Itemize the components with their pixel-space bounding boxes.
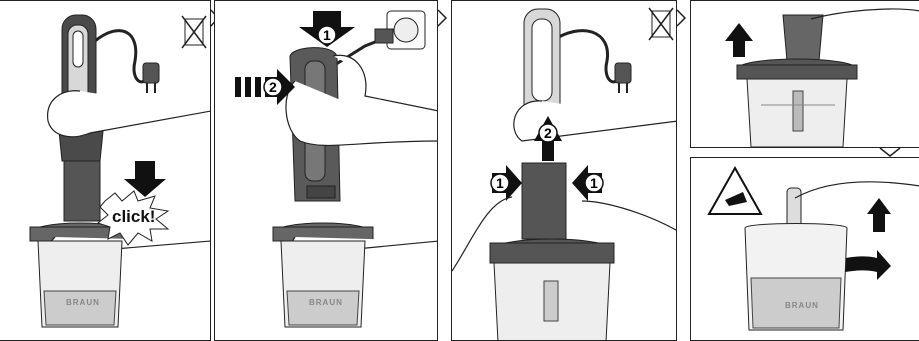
no-dishwasher-icon [182, 16, 206, 48]
bowl-brand-mark: BRAUN [309, 298, 343, 307]
arrow-up-icon [725, 23, 753, 57]
bowl-brand-mark: BRAUN [785, 301, 819, 310]
step-3-illustration: 2 1 1 [452, 1, 677, 341]
badge-left-number: 1 [496, 175, 504, 191]
click-callout: click! [112, 207, 155, 226]
motor-coupling [783, 15, 823, 61]
step-2-illustration: 1 2 BRAUN [215, 1, 438, 341]
plug [375, 29, 393, 43]
arrow-up-icon [867, 198, 891, 232]
bowl-brand-mark: BRAUN [66, 298, 100, 307]
step-2-panel: 1 2 BRAUN [214, 0, 438, 341]
step-4-illustration [691, 1, 919, 148]
step-1-illustration: BRAUN click! [0, 1, 211, 341]
plug-icon [615, 63, 631, 93]
plug-icon [143, 63, 159, 93]
connector-3-4 [677, 10, 685, 26]
power-cord [552, 31, 622, 82]
badge-press-number: 1 [323, 27, 331, 43]
step-5-panel: BRAUN [690, 157, 919, 341]
blade-warning-icon [709, 168, 761, 214]
badge-right-number: 1 [590, 175, 598, 191]
coupling [64, 161, 100, 221]
badge-slide-number: 2 [269, 79, 277, 95]
step-5-illustration: BRAUN [691, 158, 919, 341]
bowl-contents [44, 291, 116, 325]
bowl-contents [287, 291, 359, 325]
arrow-down-icon [124, 161, 166, 197]
connector-2-3 [438, 10, 446, 26]
step-1-panel: BRAUN click! [0, 0, 211, 341]
coupling [522, 163, 566, 239]
badge-up-number: 2 [544, 125, 552, 141]
step-4-panel [690, 0, 919, 148]
hand-holding-motor [48, 91, 211, 137]
step-3-panel: 2 1 1 [451, 0, 677, 341]
no-dishwasher-icon [649, 8, 673, 40]
hand-grip [286, 81, 438, 145]
power-cord [95, 31, 150, 82]
hand-top [333, 55, 438, 111]
hand-lifting [811, 9, 919, 19]
motor-unit [58, 15, 104, 161]
right-hand [582, 201, 677, 231]
hand-removing-blade [795, 182, 919, 198]
blade-shaft [544, 281, 558, 321]
blade-shaft [793, 91, 803, 131]
connector-4-5 [880, 148, 900, 156]
